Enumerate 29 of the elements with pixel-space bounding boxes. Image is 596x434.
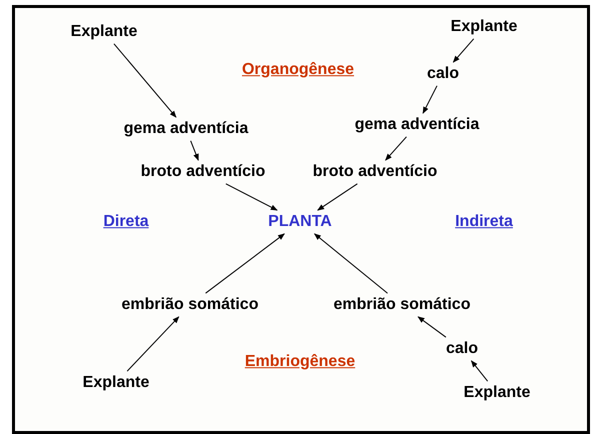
node-label: embrião somático <box>122 296 258 314</box>
node-label: Explante <box>82 374 150 392</box>
section-label: Direta <box>103 213 149 231</box>
arrow <box>470 360 488 382</box>
node-label: gema adventícia <box>354 116 480 134</box>
node-label: calo <box>446 340 478 358</box>
node-label: broto adventício <box>140 163 266 181</box>
arrow <box>452 38 474 63</box>
arrow <box>225 183 278 211</box>
node-label: Explante <box>464 384 530 402</box>
node-label: Explante <box>450 18 518 36</box>
section-label: Embriogênese <box>244 353 356 371</box>
arrow <box>418 316 446 338</box>
arrow <box>314 233 388 294</box>
arrow <box>113 43 177 118</box>
arrow <box>317 183 358 211</box>
node-label: calo <box>427 65 459 83</box>
node-label: PLANTA <box>268 213 332 231</box>
section-label: Indireta <box>455 213 513 231</box>
arrow <box>126 316 180 372</box>
arrow <box>205 233 285 294</box>
node-label: Explante <box>70 23 138 41</box>
node-label: broto adventício <box>312 163 438 181</box>
arrow <box>385 136 407 161</box>
section-label: Organogênese <box>242 61 354 79</box>
arrow <box>422 85 438 114</box>
node-label: embrião somático <box>334 296 470 314</box>
node-label: gema adventícia <box>124 120 248 138</box>
arrow <box>190 140 199 161</box>
